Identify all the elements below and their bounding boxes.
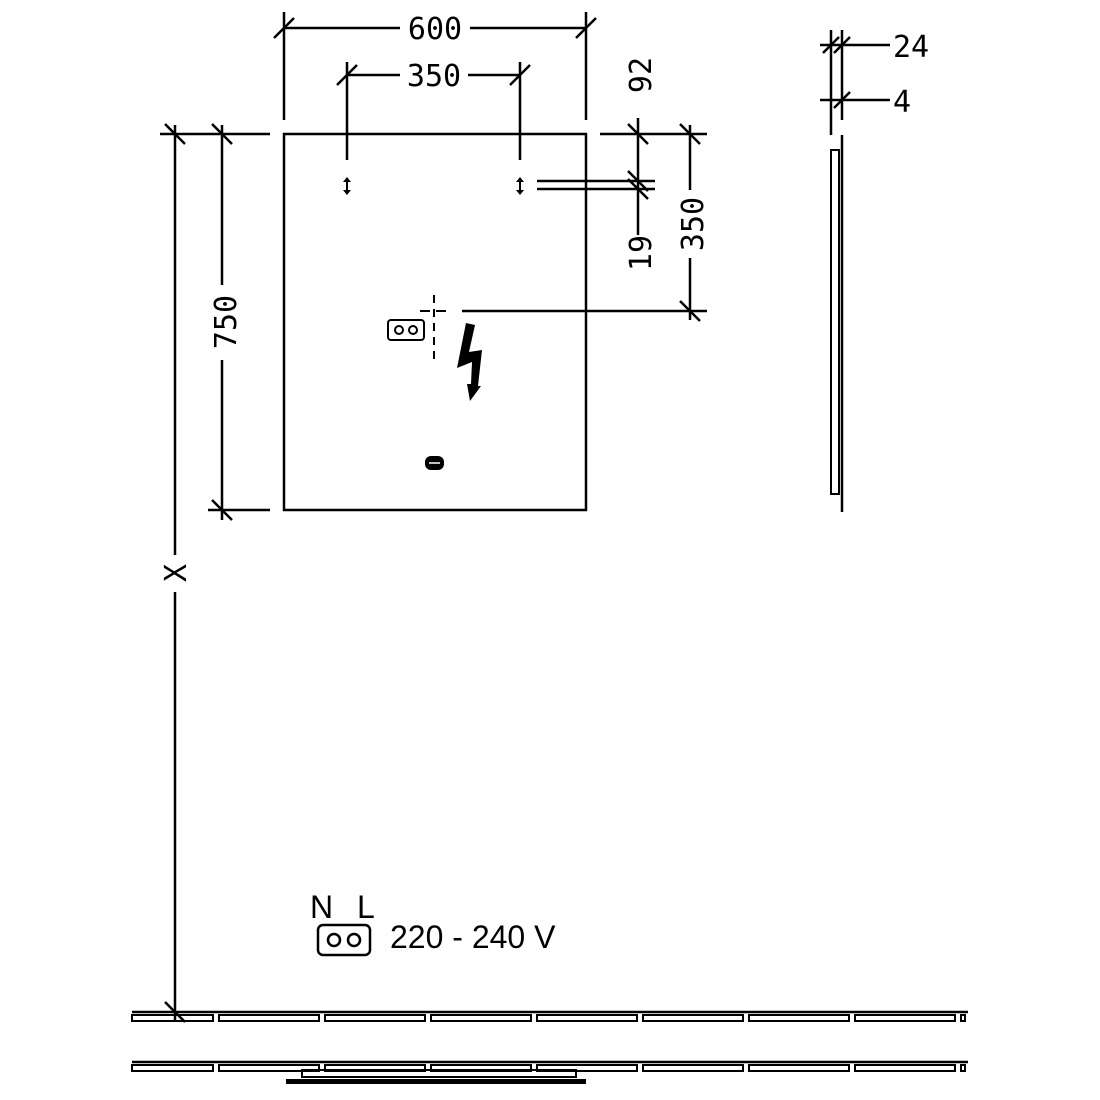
side-view (820, 30, 890, 512)
tile (854, 1014, 956, 1022)
dim-hook-spacing (336, 62, 531, 160)
dim-height-label: 750 (209, 295, 244, 349)
dim-width (273, 12, 597, 120)
tile (642, 1064, 744, 1072)
tile (536, 1064, 638, 1072)
tile-row-top (131, 1010, 968, 1022)
tile-row-bottom (131, 1060, 968, 1072)
socket-position-cross (420, 295, 450, 360)
legend-live: L (357, 889, 375, 925)
socket-icon (387, 319, 425, 341)
hook-icon (343, 177, 524, 195)
tile (960, 1014, 966, 1022)
tile (642, 1014, 744, 1022)
tile (430, 1014, 532, 1022)
dim-socket-offset-label: 350 (676, 197, 711, 251)
dim-glass-label: 4 (893, 85, 911, 120)
dim-mount-height-label: X (159, 564, 194, 582)
mirror-bottom-profile (286, 1069, 586, 1084)
dim-socket-offset (462, 123, 707, 322)
legend-voltage: 220 - 240 V (390, 919, 556, 955)
tile (960, 1064, 966, 1072)
tile (218, 1064, 320, 1072)
mirror-outline (282, 132, 588, 512)
tile (131, 1014, 214, 1022)
legend-socket-icon (316, 923, 372, 957)
tile (854, 1064, 956, 1072)
dim-width-label: 600 (408, 12, 462, 47)
dim-height (208, 123, 270, 521)
legend-neutral: N (310, 889, 333, 925)
tile (131, 1064, 214, 1072)
tile (536, 1014, 638, 1022)
lightning-icon (457, 323, 482, 401)
dim-hook-spacing-label: 350 (407, 59, 461, 94)
tile (218, 1014, 320, 1022)
dim-hook-offset-label: 92 (624, 57, 659, 93)
tile (748, 1064, 850, 1072)
dim-hook-slot-label: 19 (624, 235, 659, 271)
dim-depth-label: 24 (893, 30, 929, 65)
tile (748, 1014, 850, 1022)
tile (324, 1014, 426, 1022)
